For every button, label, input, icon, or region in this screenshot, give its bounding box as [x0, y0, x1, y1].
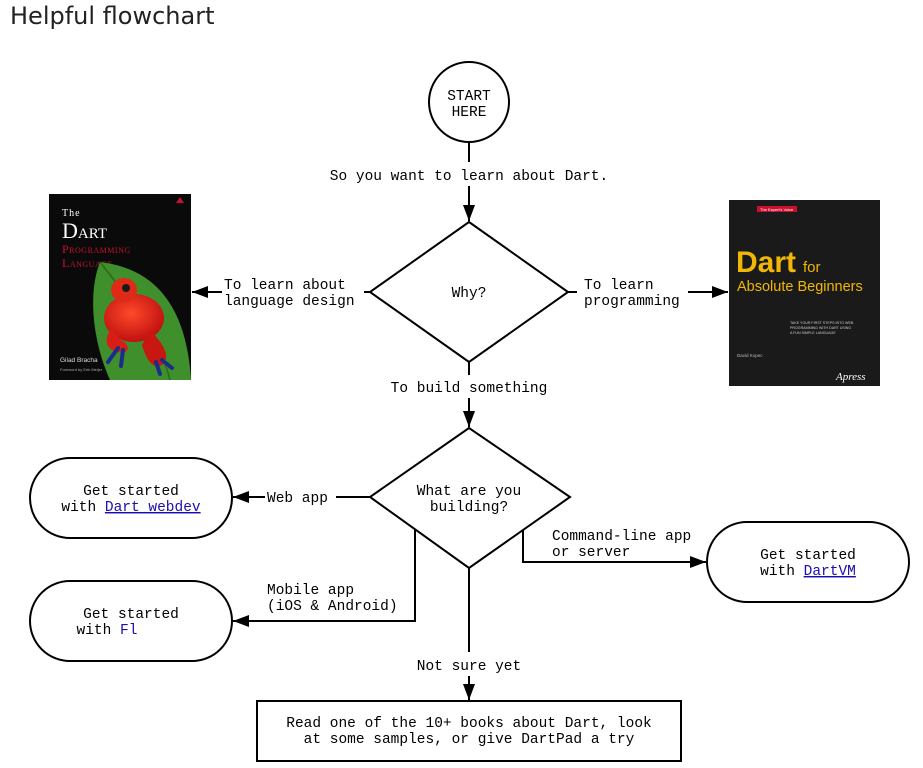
- book-left-dart: Dart: [62, 218, 107, 243]
- webdev-terminal: Get started with Dart webdev: [29, 457, 233, 539]
- edge-mobile-line: [233, 530, 416, 627]
- books-line1: Read one of the 10+ books about Dart, lo…: [286, 716, 651, 732]
- book-cover-dart-for-absolute-beginners[interactable]: The Expert's Voice Dart for Absolute Beg…: [729, 200, 880, 386]
- edge-cli-line: [522, 530, 706, 568]
- book-right-author: David Kopec: [737, 353, 763, 358]
- webdev-line2: with Dart webdev: [61, 500, 201, 516]
- edge-label-language-design-1: To learn about: [224, 278, 346, 294]
- start-line2: HERE: [452, 105, 487, 121]
- building-line2: building?: [430, 500, 508, 516]
- book-right-sub: Absolute Beginners: [737, 279, 863, 295]
- dartvm-line2: with DartVM: [760, 564, 856, 580]
- book-right-blurb3: A FUN SIMPLE LANGUAGE: [790, 331, 836, 335]
- start-node: START HERE: [428, 61, 510, 143]
- book-right-series: The Expert's Voice: [760, 207, 794, 212]
- book-left-sub1: Programming: [62, 242, 131, 256]
- dartvm-line1: Get started: [760, 548, 856, 564]
- edge-label-not-sure: Not sure yet: [417, 659, 521, 675]
- edge-label-cli-2: or server: [552, 545, 630, 561]
- dartvm-terminal: Get started with DartVM: [706, 521, 910, 603]
- edge-label-build: To build something: [391, 381, 548, 397]
- edge-label-web-app: Web app: [267, 491, 328, 507]
- book-right-blurb1: TAKE YOUR FIRST STEPS INTO WEB: [790, 321, 854, 325]
- webdev-line1: Get started: [83, 484, 179, 500]
- start-line1: START: [447, 89, 491, 105]
- edge-label-mobile-1: Mobile app: [267, 583, 354, 599]
- book-right-for: for: [803, 259, 821, 276]
- flutter-line2: with Fl: [77, 623, 138, 639]
- building-line1: What are you: [417, 484, 521, 500]
- edge-label-learn-programming-1: To learn: [584, 278, 654, 294]
- book-right-publisher: Apress: [835, 371, 866, 383]
- connectors: [192, 142, 728, 700]
- edge-label-learn-programming-2: programming: [584, 294, 680, 310]
- building-decision: What are you building?: [368, 426, 572, 570]
- edge-label-cli-1: Command-line app: [552, 529, 691, 545]
- why-label: Why?: [452, 286, 487, 302]
- series-band: [757, 206, 797, 212]
- book-cover-dart-programming-language[interactable]: The Dart Programming Language Gilad Brac…: [49, 194, 191, 381]
- publisher-logo-icon: [176, 197, 184, 203]
- flutter-line1: Get started: [83, 607, 179, 623]
- book-left-the: The: [62, 208, 81, 219]
- flutter-link[interactable]: Fl: [120, 623, 137, 639]
- books-line2: at some samples, or give DartPad a try: [304, 732, 635, 748]
- dart-webdev-link[interactable]: Dart webdev: [105, 500, 201, 516]
- book-right-dart: Dart: [736, 246, 796, 279]
- book-right-blurb2: PROGRAMMING WITH DART USING: [790, 326, 851, 330]
- edge-label-start: So you want to learn about Dart.: [330, 169, 608, 185]
- book-left-author: Gilad Bracha: [60, 357, 98, 364]
- book-left-foreword: Foreword by Erik Meijer: [60, 367, 103, 372]
- page-title: Helpful flowchart: [10, 2, 215, 30]
- flutter-terminal: Get started with Fl: [29, 580, 233, 662]
- frog-illustration: [104, 278, 174, 376]
- books-box: Read one of the 10+ books about Dart, lo…: [256, 700, 682, 762]
- edge-label-mobile-2: (iOS & Android): [267, 599, 398, 615]
- dartvm-link[interactable]: DartVM: [804, 564, 856, 580]
- edge-label-language-design-2: language design: [224, 294, 355, 310]
- why-decision: Why?: [368, 220, 570, 364]
